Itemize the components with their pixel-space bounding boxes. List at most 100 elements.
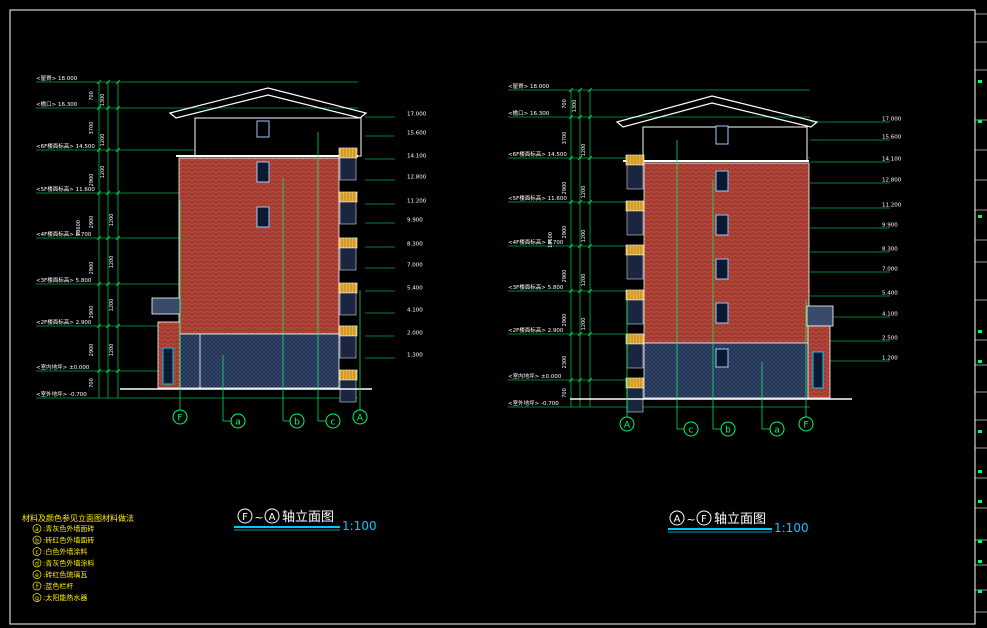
- dimension-tick: [587, 155, 593, 161]
- axis-label: a: [235, 418, 241, 428]
- legend-key: g: [35, 595, 39, 602]
- left-attic: [194, 117, 362, 157]
- left-title-scale: 1:100: [342, 519, 377, 533]
- dimension-tick: [587, 87, 593, 93]
- level-label-left: <3F楼面标高> 5.800: [36, 276, 92, 284]
- dimension-value: 2900: [89, 174, 95, 187]
- right-title-circle-2: [696, 510, 712, 526]
- dimension-value: 1200: [109, 256, 115, 269]
- right-annex-roof: [806, 305, 834, 327]
- legend-key-circle: [32, 593, 42, 602]
- axis-circle: [230, 413, 246, 429]
- legend-item-text: :蓝色栏杆: [43, 582, 73, 591]
- right-title-suffix: F: [701, 514, 707, 525]
- level-label-right: 9.900: [407, 218, 423, 224]
- dimension-tick: [115, 79, 121, 85]
- balcony-door: [339, 157, 357, 181]
- dimension-tick: [568, 87, 574, 93]
- dimension-value: 2900: [89, 306, 95, 319]
- right-title-scale: 1:100: [774, 521, 809, 535]
- title-block-mark: [978, 360, 982, 363]
- dimension-tick: [568, 199, 574, 205]
- dimension-tick: [587, 114, 593, 120]
- balcony-door: [339, 335, 357, 359]
- level-label-right: 7.000: [882, 267, 898, 273]
- right-windows: [715, 170, 729, 324]
- dimension-value: 2900: [562, 314, 568, 327]
- level-label-left: <室外地坪> -0.700: [508, 399, 559, 407]
- left-title-text: 轴立面图: [282, 510, 334, 525]
- level-label-left: <檐口> 16.300: [36, 100, 78, 108]
- right-title-prefix: A: [674, 514, 681, 525]
- level-label-right: 17.000: [407, 112, 427, 118]
- dimension-tick: [577, 114, 583, 120]
- left-brick-wall: [178, 157, 340, 335]
- dimension-tick: [96, 235, 102, 241]
- level-label-right: 1.300: [407, 353, 423, 359]
- level-label-right: 4.100: [882, 312, 898, 318]
- legend-item-text: :青灰色外墙面砖: [43, 524, 94, 533]
- legend-key: d: [35, 561, 39, 568]
- balcony-door: [626, 343, 644, 369]
- title-block-mark: [978, 500, 982, 503]
- dimension-tick: [115, 235, 121, 241]
- dimension-tick: [115, 323, 121, 329]
- dimension-tick: [568, 155, 574, 161]
- dimension-value: 1200: [581, 318, 587, 331]
- balcony-door: [626, 210, 644, 236]
- axis-label: A: [624, 421, 631, 431]
- title-block-mark: [978, 80, 982, 83]
- balcony-door: [339, 247, 357, 271]
- level-label-right: 2.000: [407, 331, 423, 337]
- axis-circle: [325, 413, 341, 429]
- legend-key-circle: [32, 535, 42, 545]
- level-label-right: 4.100: [407, 308, 423, 314]
- dimension-tick: [568, 377, 574, 383]
- title-block-mark: [978, 560, 982, 563]
- dimension-value: 1300: [572, 100, 578, 113]
- left-elevation: <屋脊> 18.000<檐口> 16.300<6F楼面标高> 14.500<5F…: [36, 74, 427, 429]
- left-window-1: [256, 161, 270, 183]
- left-title-suffix: A: [269, 512, 276, 523]
- window: [715, 214, 729, 236]
- left-title-tilde: ~: [254, 511, 263, 524]
- level-label-right: 2.500: [882, 336, 898, 342]
- dimension-tick: [96, 105, 102, 111]
- dimension-tick: [96, 79, 102, 85]
- dimension-tick: [96, 368, 102, 374]
- title-block-mark: [978, 540, 982, 543]
- legend-item-text: :太阳能热水器: [43, 593, 87, 602]
- legend-item-text: :砖红色外墙面砖: [43, 536, 94, 545]
- balcony-door: [339, 201, 357, 225]
- title-block-mark: [978, 330, 982, 333]
- balcony-door: [339, 292, 357, 316]
- axis-circle: [352, 409, 368, 425]
- level-label-right: 5.400: [407, 286, 423, 292]
- dimension-value: 2900: [89, 262, 95, 275]
- dimension-tick: [568, 243, 574, 249]
- dimension-value: 2900: [562, 226, 568, 239]
- dimension-tick: [115, 105, 121, 111]
- axis-circle: [769, 421, 785, 437]
- right-base-window: [715, 348, 729, 368]
- balcony-door: [626, 387, 644, 413]
- balcony-door: [626, 254, 644, 280]
- level-label-left: <室内地坪> ±0.000: [508, 372, 562, 380]
- level-label-right: 7.000: [407, 263, 423, 269]
- level-label-left: <4F楼面标高> 8.700: [36, 230, 92, 238]
- dimension-tick: [105, 368, 111, 374]
- left-dimension-lines: <屋脊> 18.000<檐口> 16.300<6F楼面标高> 14.500<5F…: [36, 74, 427, 399]
- right-attic-window: [715, 125, 729, 145]
- dimension-tick: [115, 190, 121, 196]
- left-title-prefix: F: [242, 512, 248, 523]
- window: [715, 170, 729, 192]
- dimension-value: 18600: [76, 220, 82, 236]
- level-label-left: <屋脊> 18.000: [508, 82, 550, 90]
- level-label-left: <6F楼面标高> 14.500: [36, 142, 95, 150]
- level-label-left: <6F楼面标高> 14.500: [508, 150, 567, 158]
- dimension-tick: [577, 243, 583, 249]
- axis-circle: [720, 421, 736, 437]
- left-title-circle-1: [237, 508, 253, 524]
